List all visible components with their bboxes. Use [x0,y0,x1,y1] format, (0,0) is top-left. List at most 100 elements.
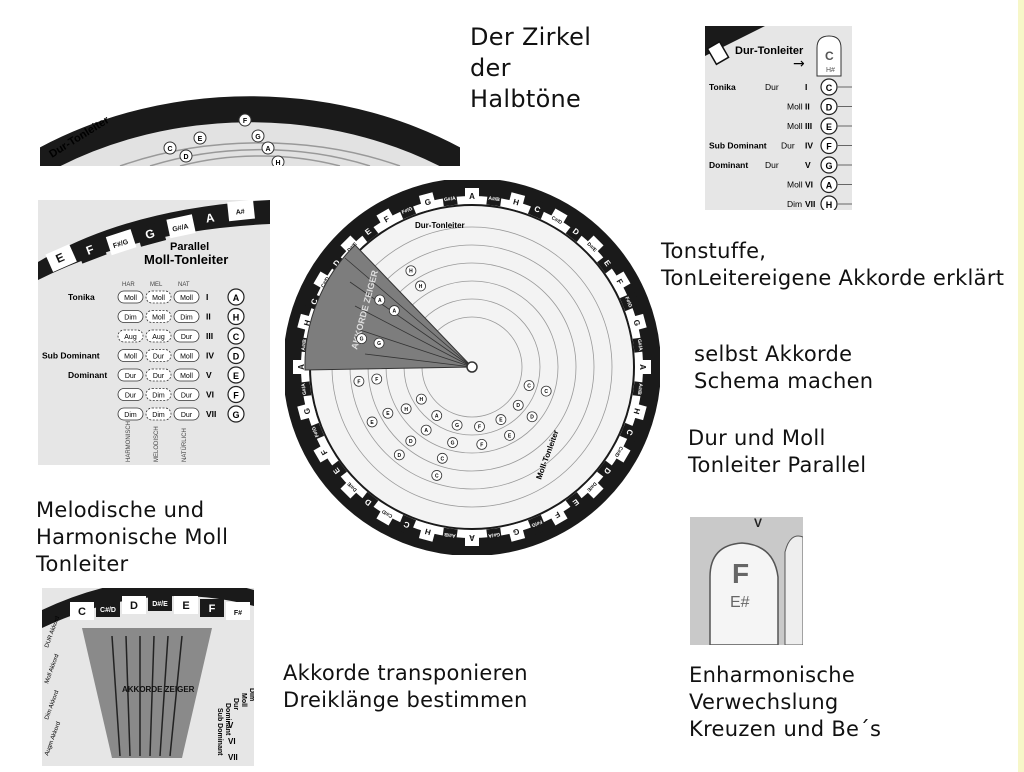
dur-num-0: I [805,82,807,92]
svg-text:C: C [825,49,834,63]
moll-cell-4-2: Moll [180,373,193,380]
dur-num-6: VII [805,199,815,209]
dur-num-5: VI [805,180,813,190]
zeiger-panel: CC#/DDD#/EEFF# AKKORDE ZEIGER DUR Akkord… [42,588,254,766]
arc-circle-note-5: A [265,146,270,153]
zeiger-svg: CC#/DDD#/EEFF# AKKORDE ZEIGER DUR Akkord… [42,588,254,766]
wheel-bubble-19: A [393,309,397,315]
wheel-bubble-24: F [357,379,360,385]
wheel-note-12: A [638,364,647,370]
dur-chord-2: Moll [787,121,803,131]
dur-func-3: Sub Dominant [709,141,767,151]
moll-cell-3-0: Moll [124,354,137,361]
arrow-right-icon: → [793,56,805,72]
dur-note-6: H [826,200,833,210]
zeiger-note-4: E [182,600,189,612]
moll-cell-4-0: Dur [125,373,137,380]
arc-circle-note-6: H [275,160,280,166]
zeiger-num-2: VII [228,753,238,762]
moll-tonleiter-svg: EFF#/GGG#/AAA# Parallel Moll-Tonleiter H… [38,200,270,465]
wheel-note-24: A [469,533,475,542]
arc-circle-note-4: G [255,134,261,141]
wheel-bubble-6: H [420,397,424,403]
moll-cell-0-2: Moll [180,295,193,302]
moll-note-2: C [233,332,240,342]
moll-cell-2-1: Aug [152,334,165,341]
enharm-svg: F E# V [690,517,803,645]
right-edge-strip [1018,0,1024,772]
zeiger-note-0: C [78,606,86,618]
wheel-bubble-18: G [377,341,381,347]
moll-cell-5-0: Dur [125,393,137,400]
dur-chord-6: Dim [787,199,802,209]
wheel-bubble-1: D [516,403,520,409]
moll-footer-1: MELODISCH [154,426,160,462]
moll-cell-6-2: Dur [181,412,193,419]
moll-num-2: III [206,331,213,341]
moll-col-2: NAT [178,282,190,288]
moll-footer-0: HARMONISCH [126,421,132,462]
dur-func-0: Tonika [709,82,736,92]
zeiger-note-2: D [130,600,138,612]
caption-melodisch: Melodische und Harmonische Moll Tonleite… [36,497,228,578]
wheel-bubble-11: G [451,441,455,447]
dur-chord-3: Dur [781,141,795,151]
caption-durmoll: Dur und Moll Tonleiter Parallel [688,425,866,479]
caption-zirkel: Der Zirkel der Halbtöne [470,22,591,115]
caption-tonstuffe: Tonstuffe, TonLeitereigene Akkorde erklä… [661,238,1004,292]
caption-selbst: selbst Akkorde Schema machen [694,341,873,395]
wheel-bubble-20: H [419,284,423,290]
dur-chord-1: Moll [787,102,803,112]
wheel-bubble-7: C [544,389,548,395]
moll-num-3: IV [206,351,214,361]
moll-cell-3-1: Dur [153,354,165,361]
wheel-note-0: A [469,192,475,201]
caption-transpon: Akkorde transponieren Dreiklänge bestimm… [283,660,528,714]
moll-note-6: G [232,410,239,420]
moll-cell-2-0: Aug [124,334,137,341]
wheel-bubble-3: F [478,425,481,431]
wheel-bubble-15: D [409,439,413,445]
moll-note-4: E [233,371,239,381]
wheel-bubble-27: H [409,269,413,275]
wheel-bubble-21: C [435,473,439,479]
moll-title: Moll-Tonleiter [144,252,228,267]
wheel-bubble-22: D [398,453,402,459]
dur-num-1: II [805,102,810,112]
enharm-alt: E# [730,594,750,611]
arc-circle-note-3: F [243,118,248,125]
moll-note-1: H [233,313,240,323]
moll-cell-1-2: Dim [180,315,193,322]
dur-chord-4: Dur [765,160,779,170]
moll-cell-1-1: Moll [152,315,165,322]
zeiger-side-4: Dim [248,688,254,701]
wheel-bubble-4: G [455,423,459,429]
dur-note-3: F [826,142,832,152]
moll-func-0: Tonika [68,292,95,302]
moll-cell-6-1: Dim [152,412,165,419]
dur-note-5: A [826,181,833,191]
wheel-bubble-5: A [435,414,439,420]
moll-cell-3-2: Moll [180,354,193,361]
arc-circle-note-2: E [198,136,203,143]
dur-note-1: D [826,103,833,113]
zeiger-note-6: F# [234,610,242,617]
moll-cell-2-2: Dur [181,334,193,341]
wheel-bubble-12: A [424,428,428,434]
moll-footer-2: NATÜRLICH [181,428,188,462]
zeiger-num-1: VI [228,737,236,746]
wheel-center-pin [467,362,477,372]
arc-circle-note-1: D [183,154,188,161]
zeiger-note-3: D#/E [152,601,168,608]
wheel-bubble-14: C [441,456,445,462]
zeiger-note-5: F [209,603,216,615]
wheel-panel: AA#/BHCC#/DDD#/EEFF#/GGG#/AAA#/BHCC#/DDD… [285,180,660,555]
dur-num-4: V [805,160,811,170]
moll-cell-0-0: Moll [124,295,137,302]
wheel-bubble-13: H [404,407,408,413]
moll-cell-5-2: Dur [181,393,193,400]
moll-col-1: MEL [150,282,163,288]
dur-chord-5: Moll [787,180,803,190]
